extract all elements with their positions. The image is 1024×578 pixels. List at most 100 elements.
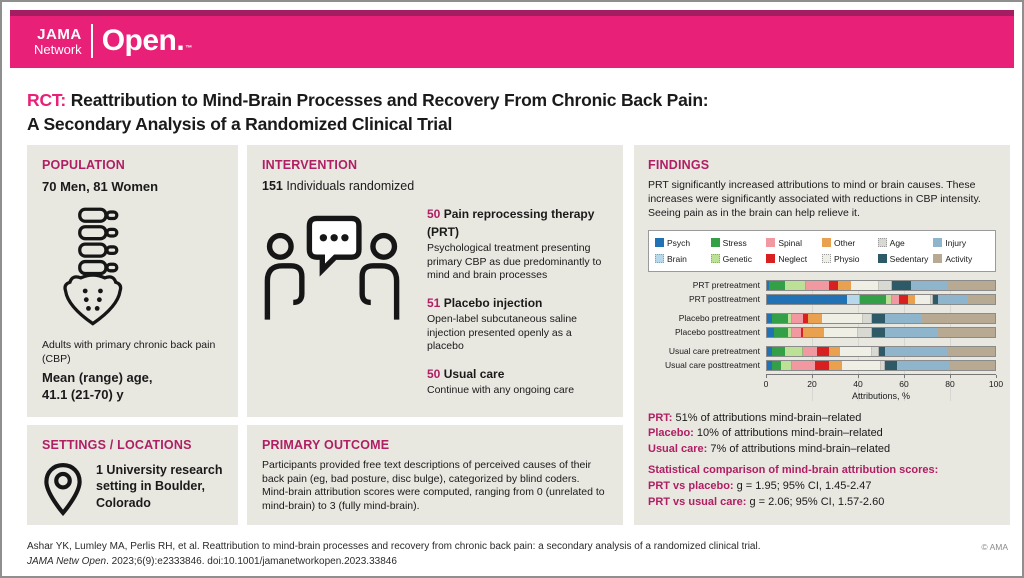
stacked-bar: [766, 359, 996, 371]
legend-item-physio: Physio: [822, 254, 878, 264]
segment-psych: [767, 346, 772, 356]
bar-label: Usual care posttreatment: [665, 360, 760, 371]
age-swatch: [877, 238, 887, 248]
logo-network-text: Network: [34, 41, 82, 57]
arm-usual-care: 50 Usual care Continue with any ongoing …: [427, 366, 575, 396]
segment-physio: [823, 327, 859, 337]
primary-outcome-text: Participants provided free text descript…: [262, 459, 605, 512]
segment-stress: [769, 280, 786, 290]
segment-physio: [839, 346, 872, 356]
segment-other: [908, 294, 916, 304]
segment-psych: [767, 327, 774, 337]
segment-physio: [851, 280, 879, 290]
legend-item-sedentary: Sedentary: [877, 254, 934, 264]
segment-age: [871, 346, 879, 356]
segment-injury: [910, 280, 948, 290]
primary-outcome-panel: PRIMARY OUTCOME Participants provided fr…: [247, 425, 623, 525]
chart-row: Usual care pretreatment: [648, 345, 996, 357]
segment-injury: [896, 360, 950, 370]
settings-heading: SETTINGS / LOCATIONS: [42, 438, 192, 452]
segment-activity: [947, 346, 995, 356]
legend-item-genetic: Genetic: [710, 254, 767, 264]
segment-genetic: [780, 360, 793, 370]
segment-psych: [767, 294, 847, 304]
segment-injury: [885, 346, 948, 356]
header-top-strip: [10, 10, 1014, 16]
segment-injury: [885, 327, 938, 337]
segment-age: [862, 313, 872, 323]
intervention-panel: INTERVENTION 151 Individuals randomized: [247, 145, 623, 417]
segment-brain: [846, 294, 861, 304]
segment-physio: [842, 360, 881, 370]
legend-item-injury: Injury: [933, 238, 989, 248]
segment-sedentary: [892, 280, 911, 290]
segment-injury: [885, 313, 922, 323]
stacked-bar: [766, 326, 996, 338]
spine-icon: [56, 206, 223, 333]
findings-heading: FINDINGS: [648, 158, 710, 172]
population-desc: Adults with primary chronic back pain (C…: [42, 339, 216, 365]
segment-physio: [915, 294, 932, 304]
segment-sedentary: [933, 294, 938, 304]
psych-swatch: [655, 238, 664, 248]
legend-item-brain: Brain: [655, 254, 711, 264]
spinal-swatch: [766, 238, 776, 248]
primary-outcome-heading: PRIMARY OUTCOME: [262, 438, 390, 452]
chart-row: PRT pretreatment: [648, 279, 996, 291]
genetic-swatch: [710, 254, 720, 264]
segment-sedentary: [885, 360, 897, 370]
title-line1: Reattribution to Mind-Brain Processes an…: [70, 90, 709, 110]
bar-label: Placebo pretreatment: [678, 313, 760, 324]
segment-spinal: [892, 294, 900, 304]
bar-label: PRT pretreatment: [692, 280, 760, 291]
segment-stress: [771, 360, 781, 370]
sedentary-swatch: [877, 254, 887, 264]
segment-spinal: [805, 280, 829, 290]
tick-label: 80: [945, 378, 955, 389]
segment-other: [837, 280, 852, 290]
stacked-bar: [766, 279, 996, 291]
segment-psych: [767, 360, 772, 370]
segment-activity: [967, 294, 995, 304]
injury-swatch: [933, 238, 943, 248]
findings-panel: FINDINGS PRT significantly increased att…: [634, 145, 1010, 525]
segment-age: [858, 327, 872, 337]
segment-age: [878, 280, 893, 290]
physio-swatch: [822, 254, 831, 264]
legend-item-neglect: Neglect: [766, 254, 822, 264]
legend-item-spinal: Spinal: [766, 238, 822, 248]
population-heading: POPULATION: [42, 158, 126, 172]
arm-prt: 50 Pain reprocessing therapy (PRT) Psych…: [427, 207, 602, 282]
legend-item-other: Other: [822, 238, 878, 248]
settings-text: 1 University research setting in Boulder…: [96, 463, 223, 510]
legend-item-activity: Activity: [933, 254, 989, 264]
citation-footer: Ashar YK, Lumley MA, Perlis RH, et al. R…: [27, 539, 1006, 569]
stacked-bar: [766, 312, 996, 324]
citation-line2: . 2023;6(9):e2333846. doi:10.1001/jamane…: [106, 556, 397, 567]
logo-jama-network: JAMA Network: [34, 27, 82, 56]
result-line: Placebo: 10% of attributions mind-brain–…: [648, 427, 883, 440]
tick-label: 20: [807, 378, 817, 389]
chart-row: Placebo pretreatment: [648, 312, 996, 324]
article-title: RCT: Reattribution to Mind-Brain Process…: [27, 88, 1002, 136]
segment-stress: [860, 294, 886, 304]
segment-other: [828, 360, 843, 370]
jama-network-open-logo: JAMA Network Open.™: [34, 24, 192, 58]
segment-physio: [821, 313, 863, 323]
tick-label: 100: [988, 378, 1004, 389]
header-banner: JAMA Network Open.™: [10, 10, 1014, 68]
population-panel: POPULATION 70 Men, 81 Women Adults with …: [27, 145, 238, 417]
logo-divider: [90, 24, 93, 58]
citation-line1: Ashar YK, Lumley MA, Perlis RH, et al. R…: [27, 541, 761, 552]
logo-jama-text: JAMA: [37, 25, 82, 43]
segment-sedentary: [871, 313, 886, 323]
conversation-icon: [262, 205, 427, 408]
segment-neglect: [803, 313, 808, 323]
intervention-n-line: 151 Individuals randomized: [262, 179, 415, 193]
rct-tag: RCT:: [27, 90, 67, 110]
intervention-heading: INTERVENTION: [262, 158, 358, 172]
segment-activity: [947, 280, 995, 290]
result-line: PRT: 51% of attributions mind-brain–rela…: [648, 411, 862, 424]
